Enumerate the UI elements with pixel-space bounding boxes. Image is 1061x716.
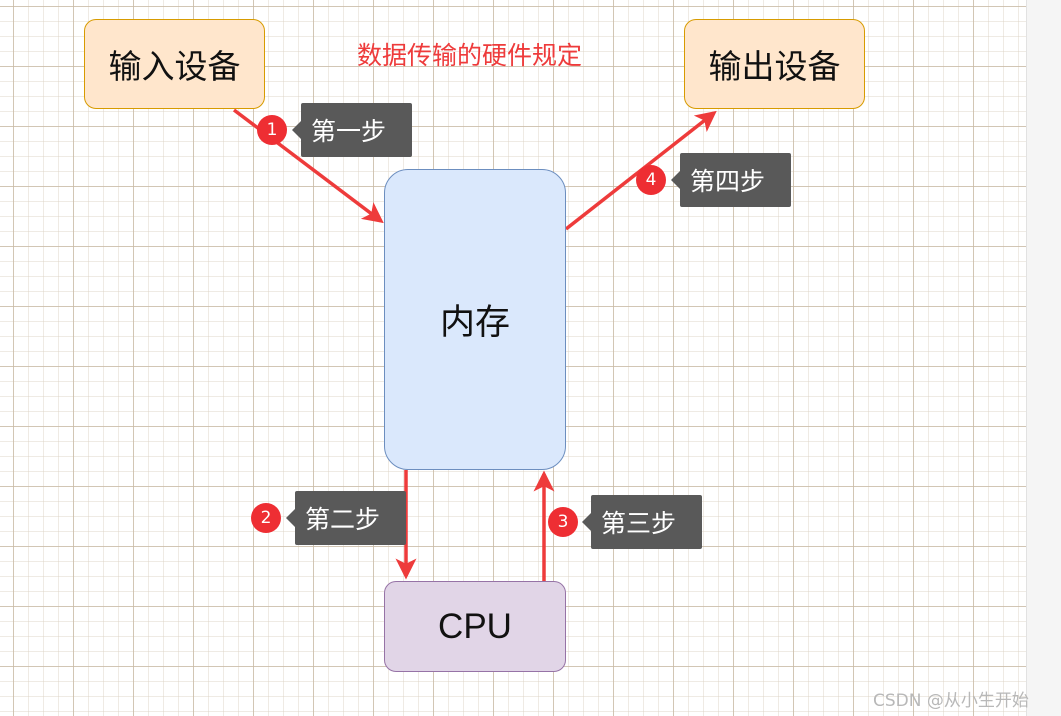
output-device-label: 输出设备: [708, 47, 841, 86]
cpu-label: CPU: [438, 606, 512, 646]
step-3-badge: 3: [548, 507, 578, 537]
step-1-badge: 1: [257, 115, 287, 145]
step-4-callout[interactable]: 第四步: [671, 153, 791, 207]
side-scrollbar-strip[interactable]: [1026, 0, 1061, 716]
step-2-label: 第二步: [305, 505, 381, 534]
step-2-callout[interactable]: 第二步: [286, 491, 406, 545]
cpu-node[interactable]: CPU: [384, 581, 566, 672]
step-1-label: 第一步: [311, 117, 387, 146]
input-device-node[interactable]: 输入设备: [84, 19, 265, 109]
step-4-label: 第四步: [690, 167, 766, 196]
output-device-node[interactable]: 输出设备: [684, 19, 865, 109]
memory-label: 内存: [439, 303, 510, 343]
watermark: CSDN @从小生开始: [873, 691, 1029, 711]
step-3-label: 第三步: [601, 509, 677, 538]
step-4-badge: 4: [636, 165, 666, 195]
input-device-label: 输入设备: [108, 47, 241, 86]
step-3-callout[interactable]: 第三步: [582, 495, 702, 549]
step-1-callout[interactable]: 第一步: [292, 103, 412, 157]
step-2-badge: 2: [251, 503, 281, 533]
diagram-title: 数据传输的硬件规定: [357, 41, 583, 70]
memory-node[interactable]: 内存: [384, 169, 566, 470]
